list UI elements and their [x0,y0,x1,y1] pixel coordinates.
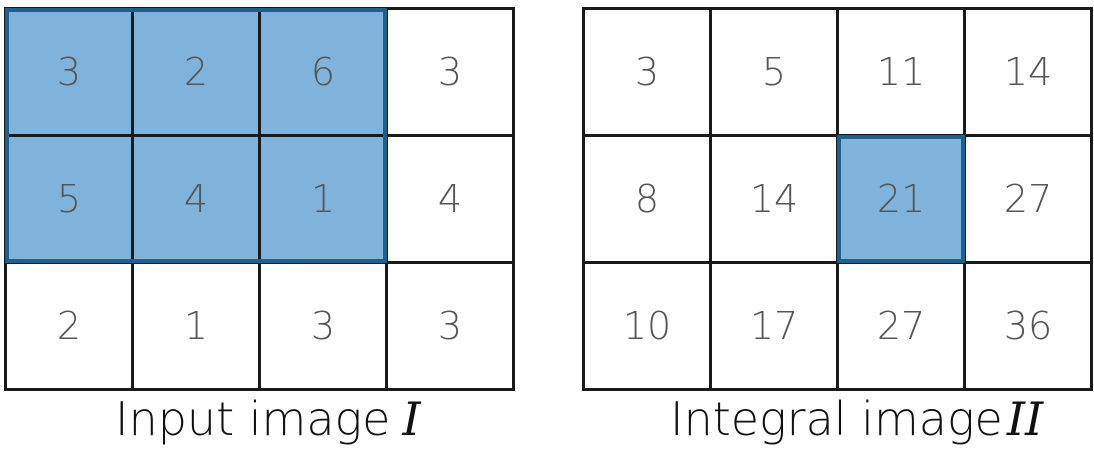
grid-cell: 27 [966,137,1093,264]
grid-cell: 4 [134,137,261,264]
cell-value: 8 [634,177,660,221]
grid-cell: 11 [839,10,966,137]
cell-value: 3 [634,50,660,94]
grid-cell: 10 [585,264,712,391]
grid-cell: 3 [7,10,134,137]
grid-cell: 21 [839,137,966,264]
cell-value: 6 [310,50,336,94]
grid-cell: 5 [7,137,134,264]
cell-value: 2 [183,50,209,94]
grid-cell: 2 [134,10,261,137]
grid-cell: 1 [261,137,388,264]
cell-value: 36 [1003,304,1053,348]
cell-value: 3 [437,50,463,94]
cell-value: 10 [622,304,672,348]
cell-value: 3 [310,304,336,348]
grid-cell: 4 [388,137,515,264]
integral-image-caption: Integral imageII [670,392,1043,446]
cell-value: 21 [876,177,926,221]
input-image-grid: 3 2 6 3 5 4 1 4 2 1 3 3 [4,7,515,391]
grid-cell: 14 [712,137,839,264]
cell-value: 5 [56,177,82,221]
input-image-symbol: I [402,392,421,446]
cell-value: 4 [183,177,209,221]
cell-value: 4 [437,177,463,221]
cell-value: 27 [1003,177,1053,221]
cell-value: 14 [749,177,799,221]
integral-image-caption-text: Integral image [670,392,1003,446]
cell-value: 14 [1003,50,1053,94]
cell-value: 3 [56,50,82,94]
cell-value: 17 [749,304,799,348]
grid-cell: 1 [134,264,261,391]
grid-cell: 27 [839,264,966,391]
grid-cell: 3 [585,10,712,137]
grid-cell: 6 [261,10,388,137]
integral-image-grid: 3 5 11 14 8 14 21 27 10 17 27 36 [582,7,1093,391]
cell-value: 27 [876,304,926,348]
grid-cell: 3 [388,264,515,391]
grid-cell: 5 [712,10,839,137]
cell-value: 1 [310,177,336,221]
cell-value: 3 [437,304,463,348]
grid-cell: 3 [388,10,515,137]
cell-value: 11 [876,50,926,94]
cell-value: 2 [56,304,82,348]
grid-cell: 2 [7,264,134,391]
cell-value: 5 [761,50,787,94]
grid-cell: 8 [585,137,712,264]
grid-cell: 17 [712,264,839,391]
grid-cell: 3 [261,264,388,391]
integral-image-symbol: II [1006,392,1044,446]
cell-value: 1 [183,304,209,348]
grid-cell: 36 [966,264,1093,391]
input-image-caption-text: Input image [115,392,391,446]
grid-cell: 14 [966,10,1093,137]
